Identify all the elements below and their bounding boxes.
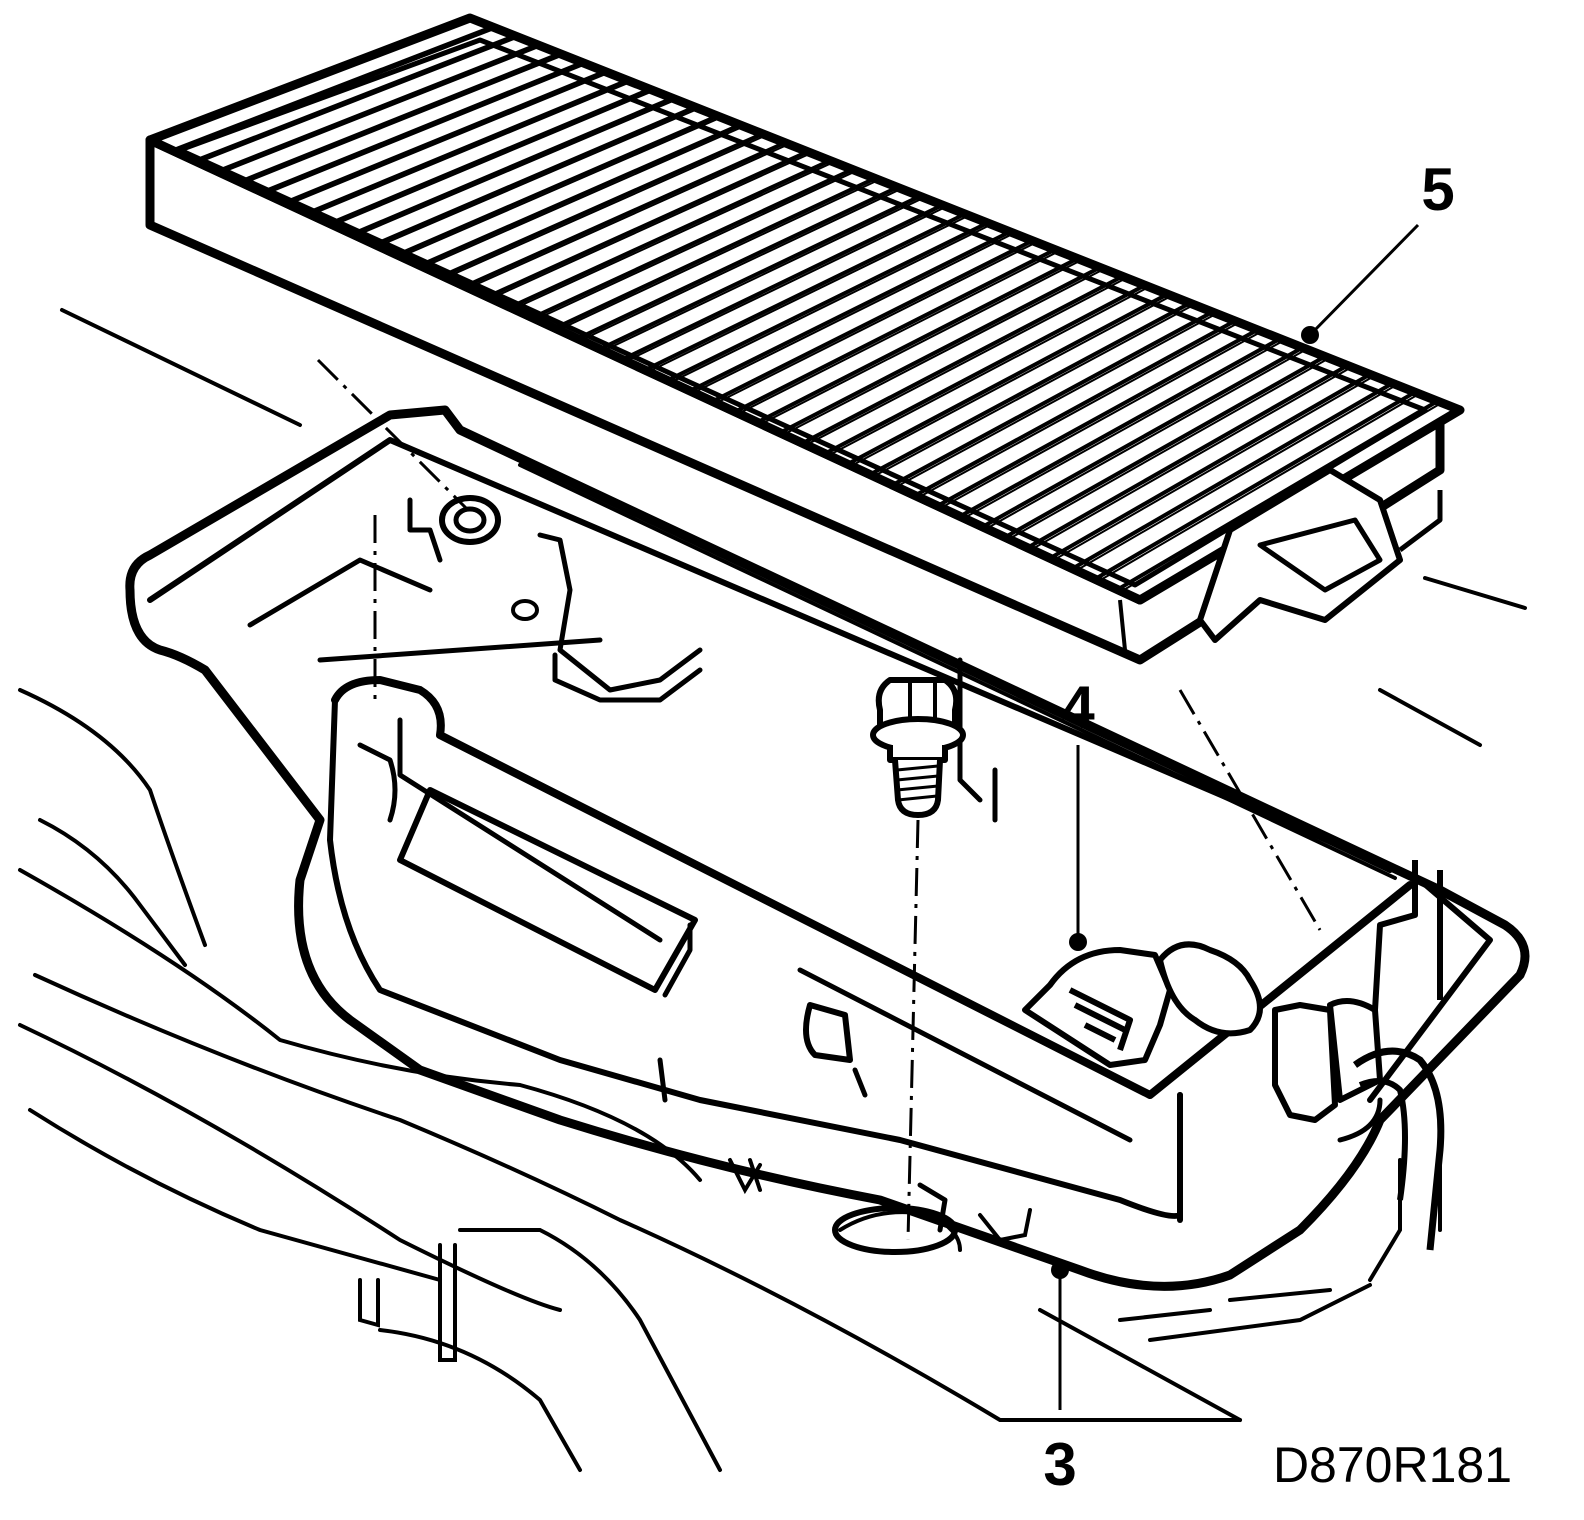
leader-lines	[316, 223, 1420, 1410]
filter-pleat	[359, 97, 680, 236]
filter-pleat	[404, 115, 725, 256]
filter-pleat	[306, 78, 629, 216]
filter-pleat	[621, 203, 944, 362]
filter-pleat	[351, 96, 674, 236]
filter-pleat	[764, 257, 1085, 424]
filter-pleat	[516, 159, 838, 309]
filter-housing	[125, 405, 1530, 1291]
filter-pleat	[846, 292, 1169, 466]
filter-pleat	[809, 275, 1130, 445]
filter-pleat	[441, 131, 764, 278]
filter-pleat	[291, 70, 613, 204]
filter-pleat	[779, 265, 1101, 435]
callout-4: 4	[1061, 674, 1095, 741]
filter-pleat	[554, 176, 876, 330]
filter-pleat	[981, 345, 1304, 529]
filter-pleat	[606, 195, 928, 350]
filter-pleat	[374, 105, 696, 247]
filter-pleat	[531, 167, 854, 320]
filter-pleat	[269, 61, 590, 194]
filter-pleat	[989, 346, 1310, 528]
filter-pleat	[914, 319, 1236, 498]
filter-pleat	[329, 87, 651, 226]
filter-pleat	[584, 186, 905, 340]
filter-pleat	[651, 213, 973, 371]
filter-pleat	[494, 150, 815, 298]
filter-pleat	[644, 212, 966, 372]
filter-pleat	[284, 69, 606, 205]
filter-pleat	[246, 52, 568, 183]
bolt	[870, 677, 966, 818]
filter-pleat	[396, 114, 719, 257]
filter-pleat	[696, 230, 1018, 392]
filter-pleat	[449, 132, 770, 277]
filter-pleat	[1101, 391, 1423, 580]
filter-pleat	[171, 25, 494, 153]
filter-pleat	[576, 185, 899, 341]
filter-pleat	[741, 248, 1063, 413]
filter-pleat	[734, 247, 1056, 414]
filter-pleat	[1004, 354, 1326, 540]
filter-pleat	[1049, 372, 1371, 560]
filter-pleat	[261, 60, 584, 195]
filter-pleat	[891, 310, 1214, 487]
filter-pleat	[539, 168, 860, 319]
filter-pleat	[936, 328, 1259, 508]
filter-pleat	[216, 42, 539, 174]
filter-pleat	[899, 311, 1220, 486]
filter-pleat	[1011, 355, 1333, 539]
surrounding-structure	[18, 308, 1527, 1472]
callout-5-dot	[1301, 326, 1319, 344]
filter-pleat	[239, 51, 561, 184]
filter-pleat	[959, 336, 1281, 519]
filter-pleat	[426, 123, 748, 267]
filter-pleat	[921, 320, 1243, 497]
filter-pleat	[381, 106, 703, 246]
figure-code: D870R181	[1273, 1437, 1512, 1493]
filter-pleat	[944, 328, 1265, 507]
filter-pleat	[1056, 373, 1378, 560]
filter-pleat	[824, 283, 1146, 456]
filter-pleat	[314, 79, 635, 215]
connector	[1022, 860, 1445, 1251]
filter-pleat	[854, 293, 1175, 465]
filter-pleat	[629, 204, 950, 361]
filter-pleat	[801, 274, 1124, 445]
filter-pleat	[674, 222, 995, 382]
callout-5: 5	[1421, 156, 1454, 223]
filter-pleat	[711, 238, 1034, 404]
filter-pleat	[1071, 381, 1394, 571]
filter-pleat	[599, 194, 921, 351]
filter-pleat	[689, 230, 1011, 393]
leader-dots	[1051, 326, 1319, 1279]
filter-pleat	[509, 158, 831, 310]
filter-pleat	[486, 149, 809, 299]
filter-pleat	[966, 337, 1288, 518]
callout-3: 3	[1043, 1431, 1076, 1498]
filter-pleat	[224, 43, 545, 173]
filter-pleat	[336, 88, 658, 225]
filter-pleat	[1078, 382, 1401, 570]
filter-pleat	[561, 177, 883, 330]
filter-pleat	[1034, 364, 1355, 549]
filter-pleat	[786, 266, 1108, 434]
filter-pleat	[831, 284, 1153, 455]
filter-pleat	[464, 140, 786, 289]
filter-pleat	[201, 34, 523, 162]
filter-pleat	[194, 33, 516, 163]
filter-pleat	[471, 141, 793, 288]
cabin-filter	[145, 13, 1465, 665]
callout-3-dot	[1051, 1261, 1069, 1279]
filter-pleat	[1026, 363, 1349, 550]
filter-pleat	[876, 302, 1198, 476]
filter-pleat	[719, 239, 1040, 403]
filter-pleat	[419, 123, 741, 268]
filter-pleat	[869, 301, 1191, 477]
filter-pleat	[756, 256, 1079, 425]
filter-pleat	[1093, 390, 1417, 581]
filter-pleat	[666, 221, 989, 383]
callout-4-dot	[1069, 933, 1087, 951]
